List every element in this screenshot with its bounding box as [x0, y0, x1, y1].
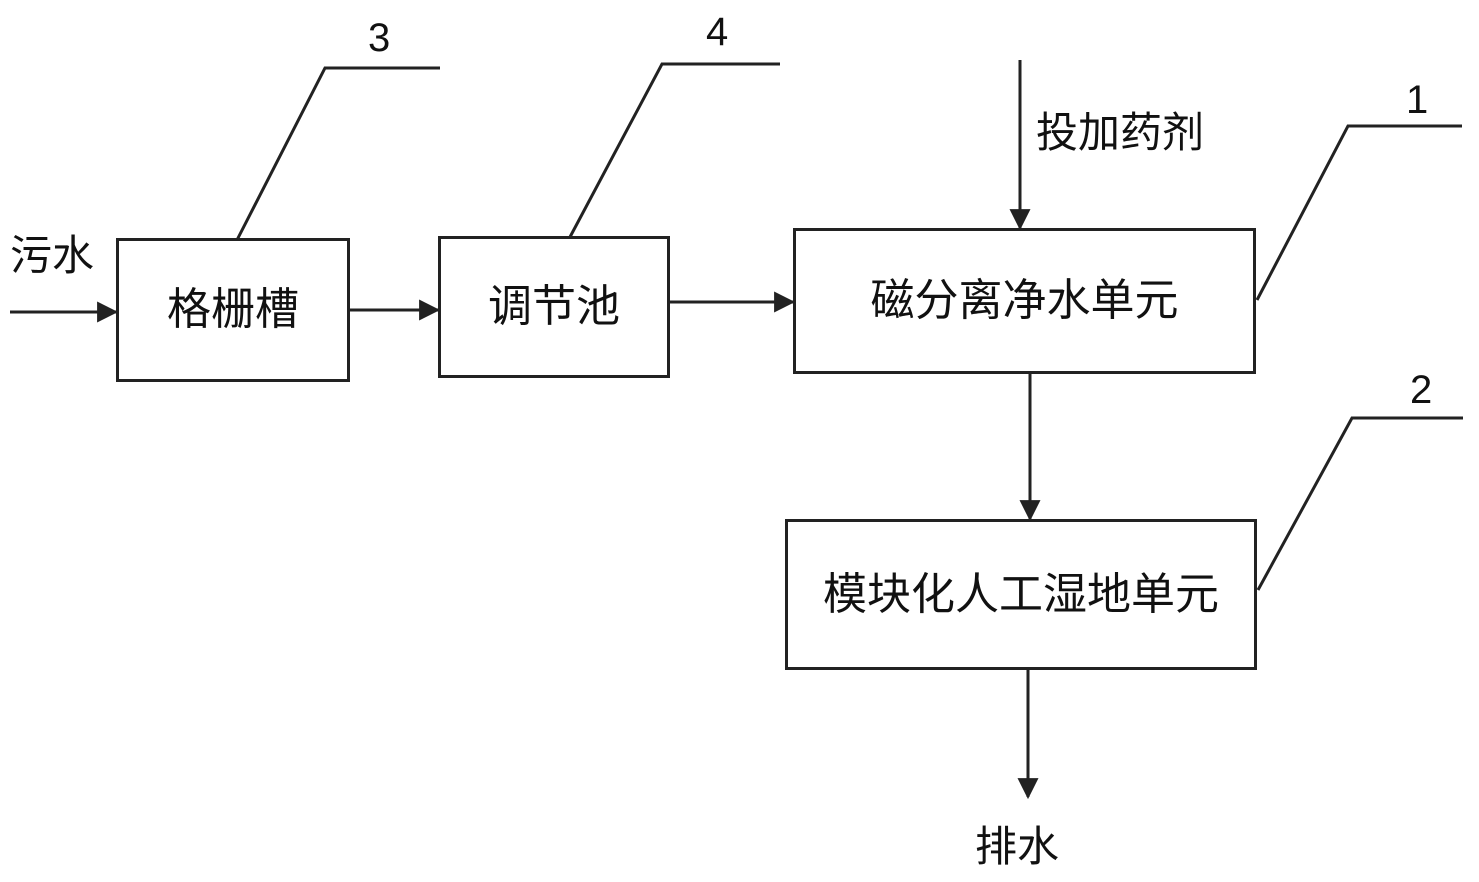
- dosing-label: 投加药剂: [1036, 108, 1205, 157]
- constructed-wetland-unit-label: 模块化人工湿地单元: [823, 568, 1219, 620]
- magnetic-separation-unit-label: 磁分离净水单元: [870, 275, 1179, 326]
- callout-number-2: 2: [1410, 368, 1433, 412]
- outflow-label: 排水: [975, 822, 1060, 871]
- regulating-pool-box: 调节池: [438, 236, 670, 378]
- callout-leader-4: [568, 62, 780, 238]
- callout-number-3: 3: [368, 16, 391, 60]
- grating-tank-label: 格栅槽: [167, 284, 299, 335]
- regulating-pool-label: 调节池: [488, 281, 620, 332]
- callout-number-4: 4: [706, 10, 729, 54]
- callout-leader-3: [235, 66, 440, 241]
- callout-leader-2: [1256, 416, 1463, 591]
- inflow-label: 污水: [10, 231, 95, 280]
- callout-leader-1: [1255, 124, 1462, 301]
- grating-tank-box: 格栅槽: [116, 238, 350, 382]
- magnetic-separation-unit-box: 磁分离净水单元: [793, 228, 1256, 374]
- callout-number-1: 1: [1406, 78, 1429, 122]
- constructed-wetland-unit-box: 模块化人工湿地单元: [785, 519, 1257, 670]
